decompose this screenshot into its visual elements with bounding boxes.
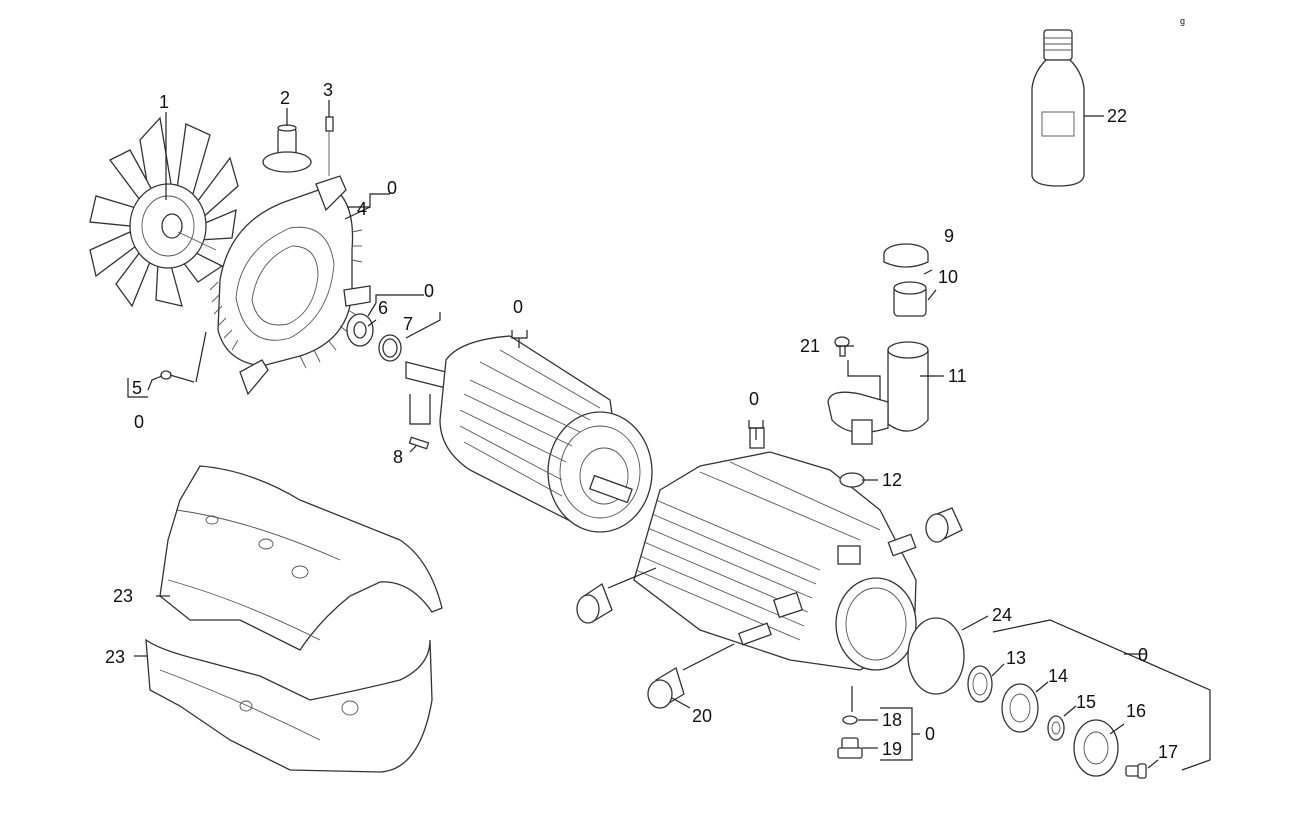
drain-plug-part: [837, 737, 863, 759]
callout-1: 1: [159, 92, 169, 112]
callout-23-lower: 23: [105, 647, 125, 667]
callout-4: 4: [357, 199, 367, 219]
callout-22: 22: [1107, 106, 1127, 126]
kit-label-seal-kit: 0: [1138, 645, 1148, 665]
callout-9: 9: [944, 226, 954, 246]
small-screw-part: [834, 336, 850, 357]
callout-6: 6: [378, 298, 388, 318]
fan-part: [89, 116, 239, 308]
callout-23-upper: 23: [113, 586, 133, 606]
callout-13: 13: [1006, 648, 1026, 668]
kit-label-fan-housing: 0: [387, 178, 397, 198]
kit-label-motor: 0: [513, 297, 523, 317]
callout-2: 2: [280, 88, 290, 108]
retaining-ring-part: [378, 334, 402, 362]
upper-shroud-part: [159, 465, 443, 651]
callout-12: 12: [882, 470, 902, 490]
corner-mark: g: [1180, 16, 1185, 26]
bolt-17-part: [1125, 763, 1147, 779]
housing-valve-part: [827, 341, 929, 445]
seal-13-part: [967, 665, 993, 703]
callout-16: 16: [1126, 701, 1146, 721]
o-ring-part: [839, 472, 865, 488]
sleeve-15-part: [1047, 715, 1065, 741]
kit-label-pump: 0: [749, 389, 759, 409]
callout-7: 7: [403, 314, 413, 334]
kit-label-screw5: 0: [134, 412, 144, 432]
flange-16-part: [1073, 719, 1119, 777]
callout-5: 5: [132, 378, 142, 398]
check-valve-right-part: [925, 507, 963, 543]
motor-part: [405, 335, 653, 533]
check-valve-left-part: [576, 583, 613, 624]
drain-o-ring-part: [842, 715, 858, 725]
callout-17: 17: [1158, 742, 1178, 762]
housing-screw-part: [160, 370, 195, 383]
callout-14: 14: [1048, 666, 1068, 686]
callout-20: 20: [692, 706, 712, 726]
key-part: [408, 436, 430, 450]
shaft-cap-part: [262, 124, 312, 173]
cap-part: [883, 243, 929, 268]
lower-shroud-part: [145, 638, 433, 773]
check-valve-bottom-part: [647, 667, 685, 709]
callout-19: 19: [882, 739, 902, 759]
oil-bottle-part: [1031, 29, 1085, 187]
callout-18: 18: [882, 710, 902, 730]
screw-part: [325, 116, 334, 176]
kit-label-bearing: 0: [424, 281, 434, 301]
callout-10: 10: [938, 267, 958, 287]
bearing-part: [346, 313, 374, 347]
callout-21: 21: [800, 336, 820, 356]
fan-housing-part: [209, 175, 371, 396]
gasket-ring-part: [907, 617, 965, 695]
callout-3: 3: [323, 80, 333, 100]
callout-15: 15: [1076, 692, 1096, 712]
callout-11: 11: [948, 366, 967, 386]
callout-24: 24: [992, 605, 1012, 625]
pump-housing-part: [633, 427, 917, 671]
leader-lines: [127, 100, 1211, 771]
bearing-14-part: [1001, 683, 1039, 733]
callout-8: 8: [393, 447, 403, 467]
filter-part: [893, 281, 927, 317]
kit-label-drain: 0: [925, 724, 935, 744]
